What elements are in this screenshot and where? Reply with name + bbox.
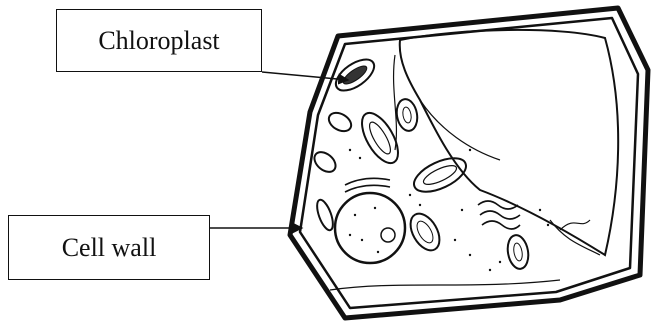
- chloroplast-4: [394, 98, 419, 133]
- granules: [349, 149, 549, 271]
- chloroplast-8: [505, 234, 531, 271]
- chloroplast-6: [311, 148, 340, 176]
- chloroplast-7: [405, 209, 446, 256]
- nucleus: [335, 193, 405, 263]
- cell-membrane: [300, 18, 638, 308]
- chloroplast-label-text: Chloroplast: [98, 26, 219, 56]
- chloroplast-9: [314, 198, 336, 232]
- cytoplasm-strands: [330, 55, 600, 290]
- cell-wall-label: Cell wall: [8, 215, 210, 280]
- chloroplast-label: Chloroplast: [56, 9, 262, 72]
- chloroplast-3: [409, 151, 471, 198]
- cell-wall-outer: [290, 8, 648, 318]
- cell-wall-label-text: Cell wall: [62, 233, 157, 263]
- chloroplast-5: [326, 109, 355, 135]
